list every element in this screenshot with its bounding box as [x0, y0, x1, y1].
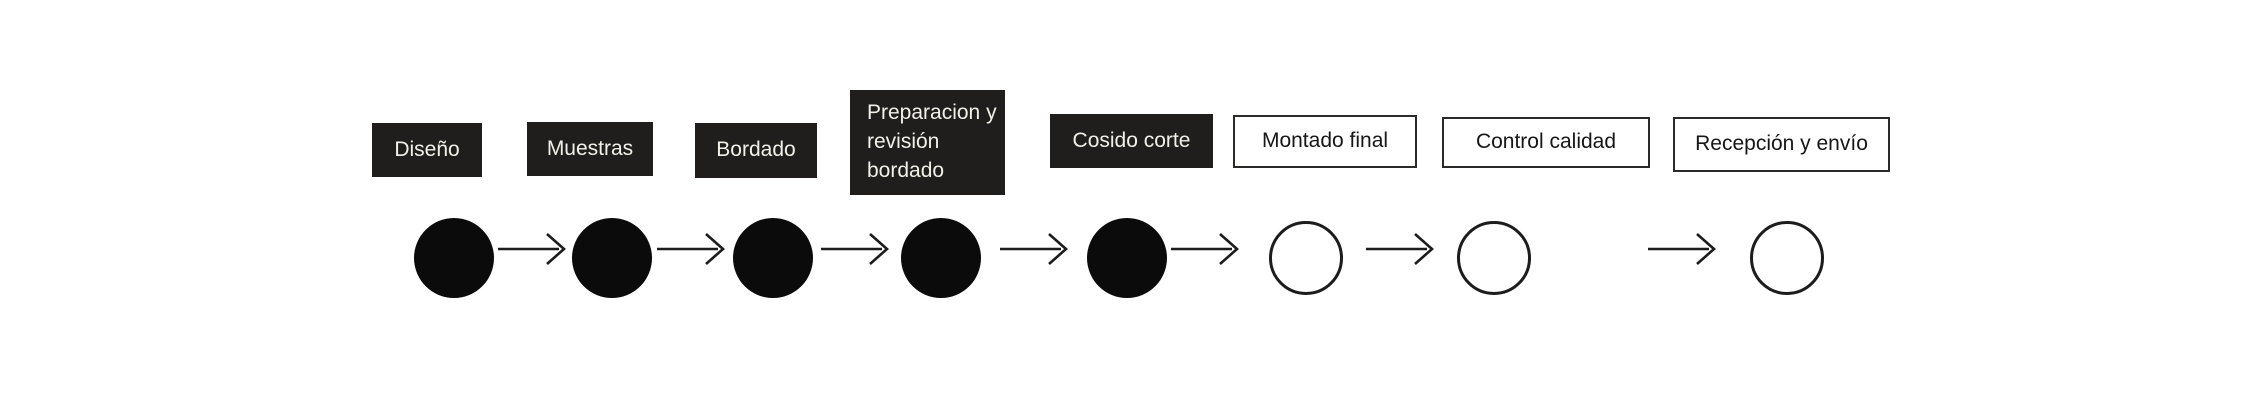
stage-box-montado-final: Montado final [1233, 115, 1417, 168]
stage-box-muestras: Muestras [527, 122, 653, 176]
stage-node-diseno-completed [414, 218, 494, 298]
stage-node-preparacion-revision-bordado-completed [901, 218, 981, 298]
stage-box-diseno: Diseño [372, 123, 482, 177]
stage-node-cosido-corte-completed [1087, 218, 1167, 298]
stage-node-recepcion-envio-pending [1750, 221, 1824, 295]
stage-node-bordado-completed [733, 218, 813, 298]
stage-box-recepcion-envio: Recepción y envío [1673, 117, 1890, 172]
flow-arrow-icon [1171, 233, 1239, 265]
flow-arrow-icon [498, 233, 566, 265]
stage-label: Bordado [716, 138, 796, 162]
stage-node-montado-final-pending [1269, 221, 1343, 295]
stage-label: Recepción y envío [1695, 132, 1868, 156]
stage-box-preparacion-revision-bordado: Preparacion y revisión bordado [850, 90, 1005, 195]
flow-arrow-icon [1648, 233, 1716, 265]
stage-box-bordado: Bordado [695, 123, 817, 178]
stage-label: Diseño [394, 137, 460, 161]
stage-label: Muestras [546, 136, 634, 160]
stage-box-control-calidad: Control calidad [1442, 117, 1650, 168]
flow-arrow-icon [657, 233, 725, 265]
flow-arrow-icon [821, 233, 889, 265]
stage-label: Preparacion y revisión bordado [867, 101, 997, 182]
flow-arrow-icon [1000, 233, 1068, 265]
stage-label: Control calidad [1475, 130, 1617, 154]
flow-arrow-icon [1366, 233, 1434, 265]
stage-node-muestras-completed [572, 218, 652, 298]
stage-node-control-calidad-pending [1457, 221, 1531, 295]
stage-box-cosido-corte: Cosido corte [1050, 114, 1213, 168]
stage-label: Cosido corte [1072, 128, 1191, 152]
stage-label: Montado final [1261, 129, 1389, 153]
